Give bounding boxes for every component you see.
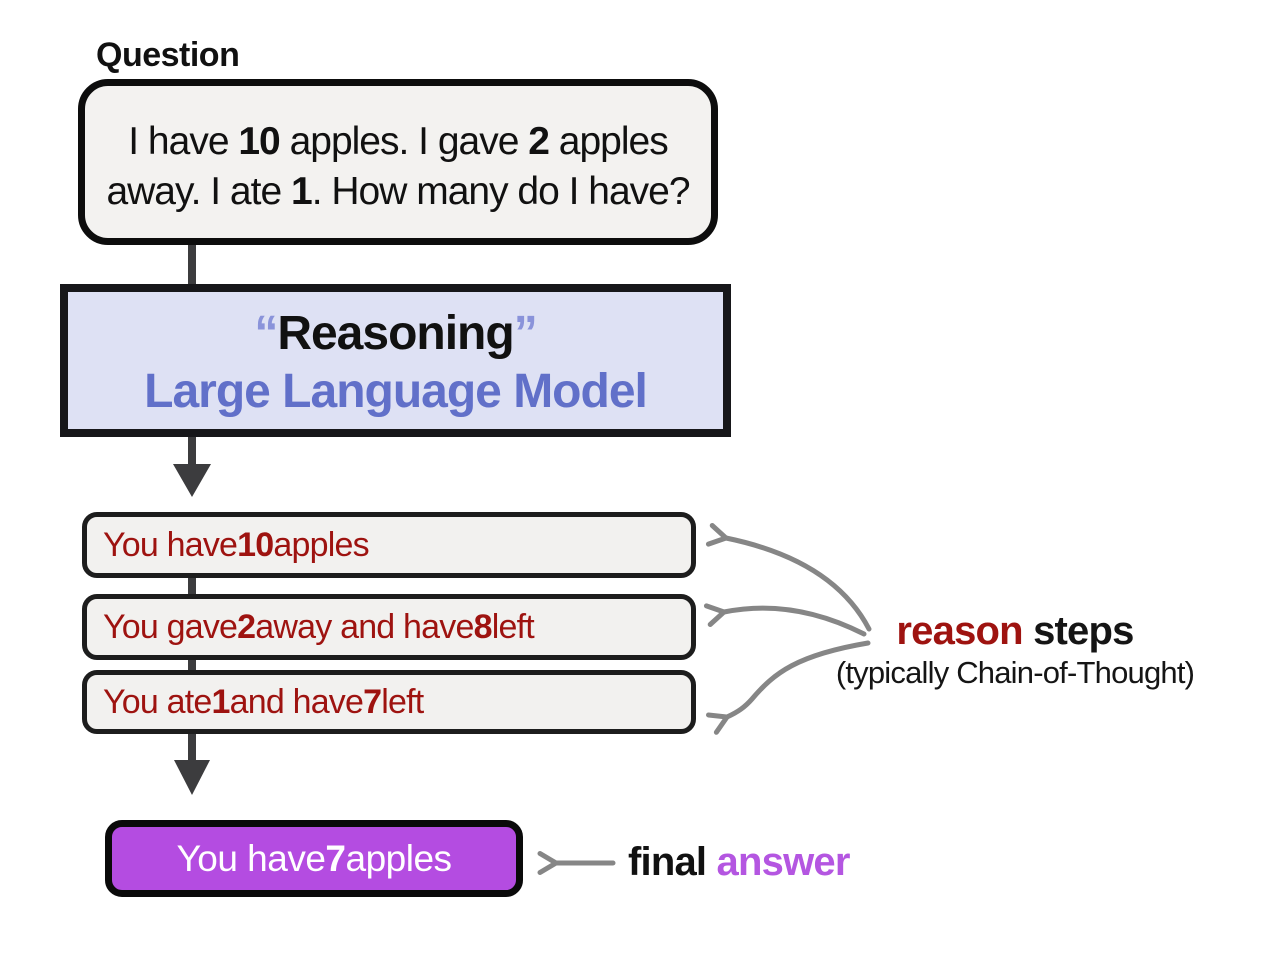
question-number-10: 10: [238, 120, 280, 163]
step-text-part: left: [491, 607, 535, 646]
step-number: 10: [237, 525, 274, 564]
step-text-part: You have: [103, 525, 238, 564]
question-label: Question: [96, 36, 240, 74]
final-answer-label-black: final: [628, 840, 707, 884]
step-text-part: apples: [273, 525, 369, 564]
answer-number-7: 7: [325, 837, 346, 879]
final-answer-label-purple: answer: [706, 840, 851, 884]
reason-steps-annotation: reason steps (typically Chain-of-Thought…: [790, 608, 1240, 692]
question-number-1: 1: [290, 170, 313, 213]
arrow-steps-to-answer-head: [174, 760, 210, 795]
open-quote: “: [254, 306, 278, 360]
llm-title-line: “Reasoning”: [254, 305, 538, 363]
step-text-part: You ate: [103, 682, 212, 721]
step-text-part: and have: [229, 682, 364, 721]
question-text-part: away. I ate: [106, 170, 291, 213]
llm-subtitle: Large Language Model: [144, 364, 648, 418]
reason-steps-label-black: steps: [1022, 609, 1134, 653]
arrow-llm-to-steps-head: [173, 464, 211, 497]
step-text-part: left: [381, 682, 424, 721]
step-number: 8: [473, 607, 493, 646]
close-quote: ”: [513, 306, 538, 360]
reason-steps-label-red: reason: [896, 609, 1023, 653]
question-text-part: apples. I gave: [279, 120, 529, 163]
question-text-part: . How many do I have?: [311, 170, 691, 213]
final-answer-box: You have 7 apples: [105, 820, 523, 897]
final-answer-label: final answer: [628, 840, 850, 885]
step-text-part: You gave: [103, 607, 238, 646]
step-number: 2: [237, 607, 256, 646]
llm-box: “Reasoning” Large Language Model: [60, 284, 731, 437]
question-number-2: 2: [528, 120, 550, 163]
answer-text-part: You have: [176, 837, 326, 879]
llm-title: Reasoning: [277, 306, 514, 360]
step-text-part: away and have: [255, 607, 474, 646]
step-box-1: You have 10 apples: [82, 512, 696, 578]
curved-arrow-to-step2: [724, 608, 867, 637]
step-box-2: You gave 2 away and have 8 left: [82, 594, 696, 660]
curved-arrow-to-step3: [727, 640, 871, 717]
curved-arrow-to-step1: [726, 538, 872, 632]
step-number: 7: [363, 682, 382, 721]
step-number: 1: [211, 682, 231, 721]
question-text-part: apples: [548, 120, 669, 163]
step-box-3: You ate 1 and have 7 left: [82, 670, 696, 734]
reason-steps-label: reason steps: [790, 608, 1240, 654]
reason-steps-subtitle: (typically Chain-of-Thought): [835, 655, 1195, 690]
question-box: I have 10 apples. I gave 2 apples away. …: [78, 79, 718, 245]
question-text-line1: I have 10 apples. I gave 2 apples: [128, 117, 669, 167]
answer-text-part: apples: [345, 837, 453, 879]
question-text-part: I have: [128, 120, 239, 163]
question-text-line2: away. I ate 1. How many do I have?: [106, 167, 691, 217]
